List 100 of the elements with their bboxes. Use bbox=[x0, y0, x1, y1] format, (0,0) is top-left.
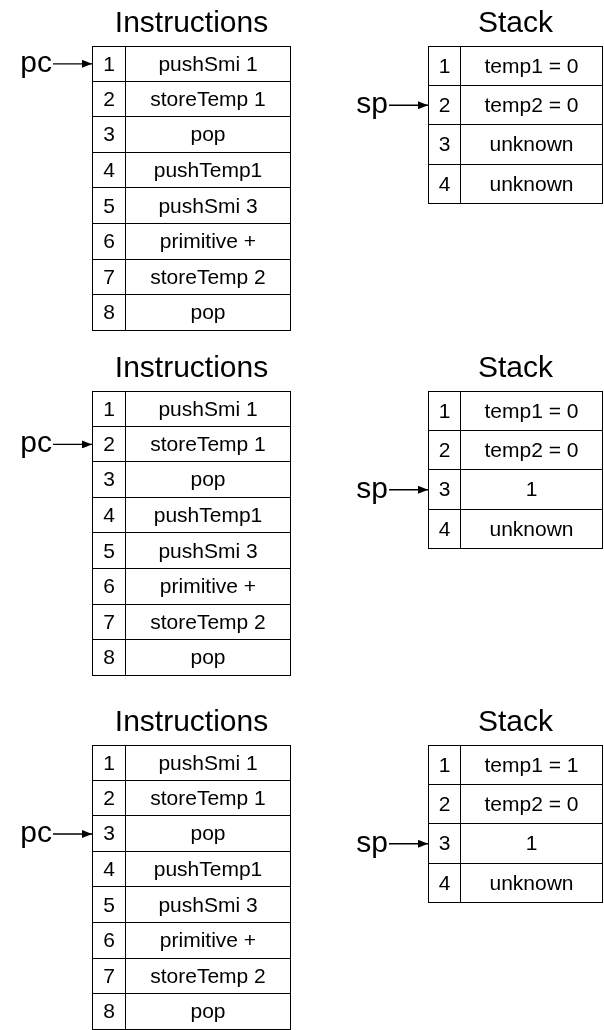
table-row bbox=[92, 497, 291, 534]
row-number: 4 bbox=[429, 509, 461, 548]
row-value: storeTemp 1 bbox=[149, 784, 267, 811]
row-number: 3 bbox=[93, 117, 126, 152]
row-value: temp2 = 0 bbox=[483, 436, 580, 463]
pointer-label: sp bbox=[356, 470, 388, 505]
row-number: 1 bbox=[429, 392, 461, 430]
table-row bbox=[428, 164, 603, 204]
row-number: 5 bbox=[93, 533, 126, 568]
row-value: pop bbox=[189, 998, 227, 1025]
row-value: pop bbox=[189, 299, 227, 326]
row-value: 1 bbox=[524, 476, 539, 503]
row-number: 8 bbox=[93, 640, 126, 675]
row-number: 2 bbox=[429, 430, 461, 469]
table-row bbox=[428, 430, 603, 470]
row-value: pop bbox=[189, 644, 227, 671]
table-row bbox=[92, 745, 291, 781]
table-row bbox=[428, 85, 603, 125]
row-value: storeTemp 1 bbox=[149, 85, 267, 112]
row-number: 3 bbox=[429, 125, 461, 164]
row-number: 7 bbox=[93, 958, 126, 994]
table-row bbox=[92, 152, 291, 189]
row-number: 3 bbox=[429, 824, 461, 863]
row-number: 2 bbox=[93, 81, 126, 117]
row-number: 6 bbox=[93, 223, 126, 259]
table-row bbox=[92, 640, 291, 676]
row-number: 5 bbox=[93, 188, 126, 223]
row-value: unknown bbox=[488, 170, 575, 197]
table-row bbox=[92, 922, 291, 959]
row-value: pop bbox=[189, 121, 227, 148]
arrow bbox=[52, 59, 93, 68]
row-number: 2 bbox=[429, 784, 461, 823]
table-row bbox=[428, 391, 603, 431]
table-row bbox=[92, 46, 291, 82]
row-number: 4 bbox=[429, 863, 461, 902]
row-number: 6 bbox=[93, 568, 126, 604]
pointer-label: sp bbox=[356, 86, 388, 121]
row-number: 4 bbox=[93, 497, 126, 533]
pointer-label: pc bbox=[20, 44, 52, 79]
row-value: unknown bbox=[488, 869, 575, 896]
row-number: 4 bbox=[93, 851, 126, 887]
row-number: 1 bbox=[93, 392, 126, 426]
row-number: 1 bbox=[93, 47, 126, 81]
row-value: temp1 = 1 bbox=[483, 751, 580, 778]
row-value: storeTemp 2 bbox=[149, 263, 267, 290]
row-number: 4 bbox=[93, 152, 126, 188]
row-number: 8 bbox=[93, 994, 126, 1029]
row-number: 3 bbox=[429, 470, 461, 509]
table-heading: Instructions bbox=[114, 349, 269, 385]
pointer-label: pc bbox=[20, 815, 52, 849]
table-row bbox=[428, 824, 603, 864]
table-row bbox=[92, 533, 291, 569]
row-value: pushSmi 3 bbox=[157, 537, 259, 564]
table-row bbox=[92, 604, 291, 641]
row-value: temp2 = 0 bbox=[483, 91, 580, 118]
table-heading: Instructions bbox=[114, 703, 269, 739]
row-value: pushSmi 1 bbox=[157, 50, 259, 77]
row-number: 7 bbox=[93, 259, 126, 295]
table-row bbox=[92, 780, 291, 817]
row-value: storeTemp 2 bbox=[149, 608, 267, 635]
row-number: 5 bbox=[93, 887, 126, 922]
row-value: pushTemp1 bbox=[152, 157, 264, 184]
table-row bbox=[92, 391, 291, 427]
row-number: 8 bbox=[93, 295, 126, 330]
table-row bbox=[92, 259, 291, 296]
row-value: unknown bbox=[488, 131, 575, 158]
table-row bbox=[428, 125, 603, 165]
table-row bbox=[92, 887, 291, 923]
row-value: temp1 = 0 bbox=[483, 397, 580, 424]
row-value: pop bbox=[189, 820, 227, 847]
table-row bbox=[428, 470, 603, 510]
row-number: 1 bbox=[93, 746, 126, 780]
arrow bbox=[388, 485, 429, 494]
row-number: 4 bbox=[429, 164, 461, 203]
row-number: 2 bbox=[93, 426, 126, 462]
row-value: temp2 = 0 bbox=[483, 790, 580, 817]
pointer-label: pc bbox=[20, 425, 52, 460]
table-row bbox=[92, 568, 291, 605]
arrow bbox=[388, 839, 429, 848]
row-number: 3 bbox=[93, 816, 126, 851]
table-row bbox=[92, 426, 291, 463]
row-value: pushSmi 1 bbox=[157, 749, 259, 776]
arrow bbox=[388, 101, 429, 110]
row-value: temp1 = 0 bbox=[483, 52, 580, 79]
row-number: 7 bbox=[93, 604, 126, 640]
table-row bbox=[428, 863, 603, 903]
row-value: storeTemp 1 bbox=[149, 430, 267, 457]
table-row bbox=[428, 745, 603, 785]
row-value: pop bbox=[189, 466, 227, 493]
row-number: 2 bbox=[93, 780, 126, 816]
row-value: storeTemp 2 bbox=[149, 962, 267, 989]
arrow bbox=[52, 830, 93, 838]
row-number: 1 bbox=[429, 746, 461, 784]
table-heading: Stack bbox=[478, 349, 553, 385]
table-row bbox=[428, 46, 603, 86]
row-value: primitive + bbox=[158, 228, 258, 255]
pointer-label: sp bbox=[356, 824, 388, 859]
row-value: pushTemp1 bbox=[152, 502, 264, 529]
table-row bbox=[92, 223, 291, 260]
row-value: pushTemp1 bbox=[152, 856, 264, 883]
